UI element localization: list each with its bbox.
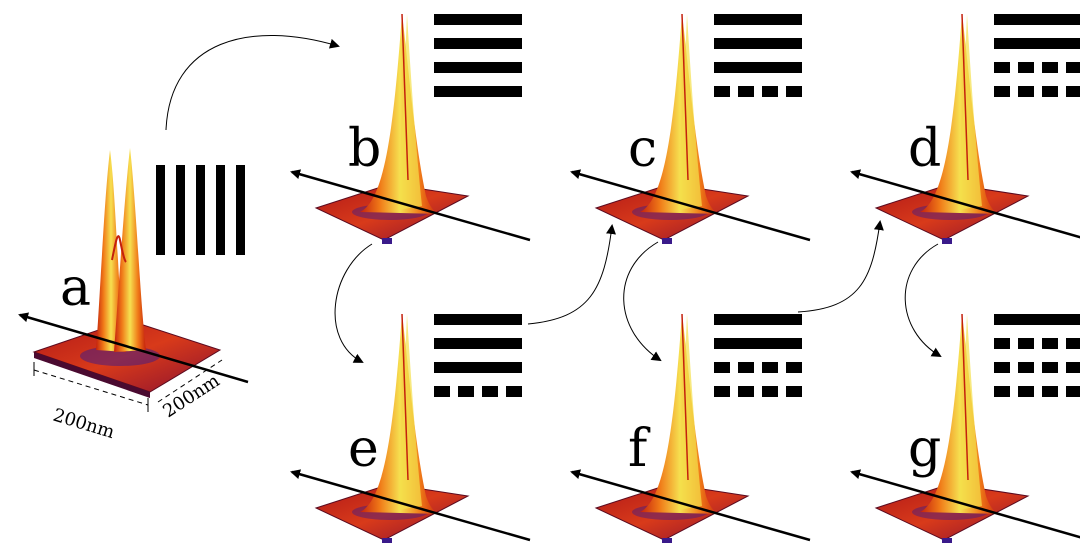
panel-f: f [570, 313, 811, 543]
connector-arrows [165, 35, 942, 363]
panel-d-label: d [908, 119, 941, 179]
panel-a-axis [18, 312, 249, 384]
panel-g-peak [920, 314, 1000, 514]
panel-b-label: b [348, 119, 381, 179]
arrow-c-to-f [623, 241, 662, 362]
panel-f-axis [570, 469, 811, 542]
panel-c-pattern [714, 14, 802, 97]
panel-a-width-label: 200nm [51, 405, 117, 444]
panel-g-axis [850, 469, 1080, 539]
panel-d-pattern [994, 14, 1080, 97]
panel-e-pattern [434, 314, 522, 397]
panel-g: g [850, 313, 1080, 543]
arrow-b-to-e [334, 243, 373, 363]
panel-d-axis [850, 169, 1080, 239]
panel-f-peak [640, 314, 720, 514]
panel-a-peak-right [114, 148, 146, 352]
panel-c-peak [640, 14, 720, 214]
panel-f-label: f [628, 419, 651, 479]
panel-g-pattern [994, 314, 1080, 397]
panel-e-label: e [348, 419, 379, 479]
arrow-e-to-c [527, 224, 616, 325]
panel-d: d [850, 13, 1080, 244]
panel-e-axis [290, 469, 531, 542]
panel-d-peak [920, 14, 1000, 214]
panel-f-pattern [714, 314, 802, 397]
panel-e: e [290, 313, 531, 543]
panel-b-peak [360, 14, 440, 214]
panel-b-axis [290, 169, 531, 242]
panel-a-pattern [156, 165, 245, 255]
arrow-a-to-b [165, 35, 340, 131]
panel-g-label: g [908, 419, 941, 479]
arrow-d-to-g [904, 243, 942, 358]
panel-a-label: a [60, 258, 91, 318]
arrow-f-to-d [797, 220, 884, 313]
panel-a: 200nm 200nm a [18, 148, 249, 444]
panel-b: b [290, 13, 531, 244]
panel-b-pattern [434, 14, 522, 97]
panel-c-axis [570, 169, 811, 242]
panel-c-label: c [628, 119, 657, 179]
panel-c: c [570, 13, 811, 244]
panel-e-peak [360, 314, 440, 514]
